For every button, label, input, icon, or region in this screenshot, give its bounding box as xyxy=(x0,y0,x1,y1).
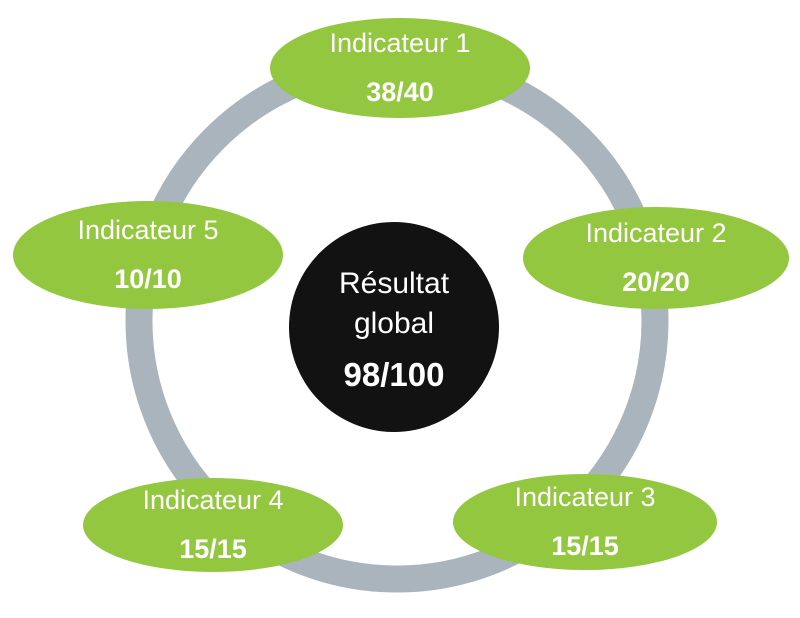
indicator-label: Indicateur 2 xyxy=(585,218,727,248)
indicator-label: Indicateur 4 xyxy=(142,485,284,515)
indicator-node-2: Indicateur 2 20/20 xyxy=(523,207,789,309)
indicator-node-3: Indicateur 3 15/15 xyxy=(453,474,717,570)
indicator-label: Indicateur 3 xyxy=(514,482,656,512)
global-result-node: Résultat global 98/100 xyxy=(289,222,499,432)
indicator-score: 38/40 xyxy=(366,77,434,107)
indicator-score: 15/15 xyxy=(551,531,619,561)
indicator-label: Indicateur 5 xyxy=(77,215,219,245)
indicator-score: 20/20 xyxy=(622,267,690,297)
global-result-title: Résultat global xyxy=(338,266,450,340)
indicator-node-4: Indicateur 4 15/15 xyxy=(83,478,343,572)
indicator-node-5: Indicateur 5 10/10 xyxy=(13,201,283,309)
indicator-score: 10/10 xyxy=(114,264,182,294)
indicator-score: 15/15 xyxy=(179,534,247,564)
global-result-score: 98/100 xyxy=(343,355,445,393)
indicator-node-1: Indicateur 1 38/40 xyxy=(270,18,530,118)
indicator-label: Indicateur 1 xyxy=(329,28,471,58)
